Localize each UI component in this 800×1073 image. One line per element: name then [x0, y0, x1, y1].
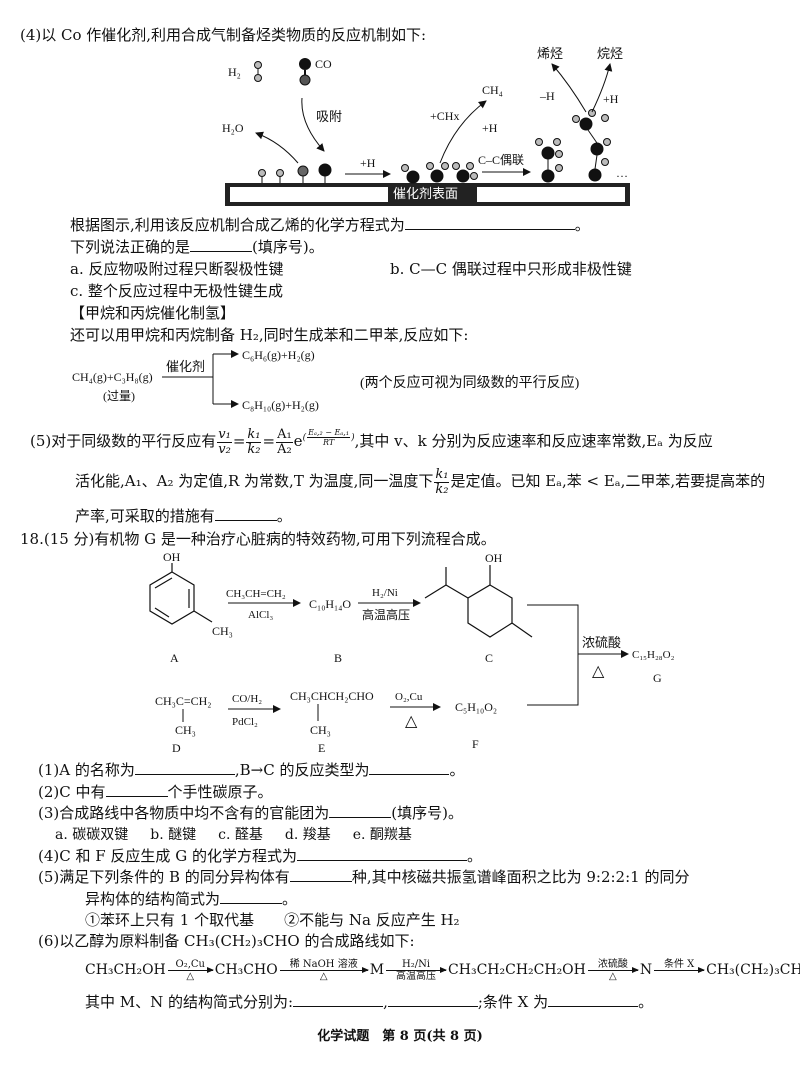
cc-coupling-label: C–C偶联 [478, 153, 525, 167]
h2o-label: H₂O [222, 121, 244, 135]
answer-blank[interactable] [220, 889, 283, 904]
parallel-note: (两个反应可视为同级数的平行反应) [360, 374, 580, 391]
label-d: D [172, 741, 181, 755]
reagent-3-top: 浓硫酸 [582, 635, 621, 650]
answer-blank[interactable] [293, 992, 384, 1007]
label-c: C [485, 651, 493, 665]
q18-2: (2)C 中有个手性碳原子。 [38, 782, 273, 801]
q4-option-b: b. C—C 偶联过程中只形成非极性键 [390, 260, 632, 278]
d-branch: CH₃ [175, 723, 196, 737]
answer-blank[interactable] [190, 237, 253, 252]
product-benzene: C₆H₆(g)+H₂(g) [242, 348, 315, 362]
reagent-5-bottom: △ [405, 713, 418, 730]
compound-a-structure [149, 563, 213, 625]
answer-blank[interactable] [134, 760, 235, 775]
q5-line3: 产率,可采取的措施有。 [75, 506, 292, 525]
plus-h-label-1: +H [360, 156, 376, 170]
reagent-2-bottom: 高温高压 [362, 607, 410, 622]
surface-label: 催化剂表面 [393, 186, 459, 201]
alkene-label: 烯烃 [537, 46, 563, 61]
synthesis-scheme: OH CH₃ A CH₃CH=CH₂ AlCl₃ C₁₀H₁₄O B H₂/Ni… [149, 550, 675, 755]
answer-blank[interactable] [548, 992, 639, 1007]
q4-intro: (4)以 Co 作催化剂,利用合成气制备烃类物质的反应机制如下: [20, 26, 427, 44]
q18-5: (5)满足下列条件的 B 的同分异构体有种,其中核磁共振氢谱峰面积之比为 9:2… [38, 867, 690, 886]
product-xylene: C₈H₁₀(g)+H₂(g) [242, 398, 319, 412]
label-b: B [334, 651, 342, 665]
answer-blank[interactable] [387, 992, 478, 1007]
page-footer: 化学试题 第 8 页(共 8 页) [317, 1029, 483, 1044]
minus-h-label: –H [539, 89, 555, 103]
mechanism-diagram: H₂ CO 吸附 H₂O +H CH₄ +CHx +H … 烯烃 烷烃 –H +… [222, 46, 630, 206]
carbon-atom [299, 58, 311, 70]
reagent-1-bottom: AlCl₃ [248, 609, 273, 621]
adsorb-arrow [301, 97, 325, 152]
answer-blank[interactable] [105, 782, 168, 797]
parallel-reaction: CH₄(g)+C₃H₈(g) (过量) 催化剂 C₆H₆(g)+H₂(g) C₈… [72, 348, 580, 412]
answer-blank[interactable] [289, 867, 352, 882]
plus-h-label-2: +H [482, 121, 498, 135]
ch4-label: CH₄ [482, 83, 503, 97]
reagent-3-bottom: △ [592, 663, 605, 680]
f-formula: C₅H₁₀O₂ [455, 700, 497, 714]
q18-1: (1)A 的名称为,B→C 的反应类型为。 [38, 760, 465, 779]
g-formula: C₁₅H₂₈O₂ [632, 649, 675, 661]
q4-line1: 根据图示,利用该反应机制合成乙烯的化学方程式为。 [70, 215, 590, 234]
label-a: A [170, 651, 179, 665]
reagent-1-top: CH₃CH=CH₂ [226, 588, 286, 600]
e-branch: CH₃ [310, 723, 331, 737]
label-g: G [653, 671, 662, 685]
c-oh: OH [485, 551, 503, 565]
alkane-label: 烷烃 [597, 46, 623, 61]
reagent-4-top: CO/H₂ [232, 693, 262, 705]
ellipsis: … [616, 166, 628, 180]
q4-line2: 下列说法正确的是(填序号)。 [70, 237, 324, 256]
q18-5-line2: 异构体的结构简式为。 [85, 889, 298, 908]
b-formula: C₁₀H₁₄O [309, 597, 351, 611]
answer-blank[interactable] [369, 760, 450, 775]
q4-option-c: c. 整个反应过程中无极性键生成 [70, 282, 283, 300]
a-oh: OH [163, 550, 181, 564]
q18-3: (3)合成路线中各物质中均不含有的官能团为(填序号)。 [38, 803, 463, 822]
answer-blank[interactable] [214, 506, 277, 521]
h2-label: H₂ [228, 65, 241, 79]
reactants: CH₄(g)+C₃H₈(g) [72, 370, 153, 384]
answer-blank[interactable] [329, 803, 392, 818]
catalyst-label: 催化剂 [166, 359, 205, 374]
label-e: E [318, 741, 325, 755]
label-f: F [472, 737, 479, 751]
reagent-4-bottom: PdCl₂ [232, 716, 258, 728]
adsorb-label: 吸附 [316, 109, 342, 124]
excess-note: (过量) [103, 389, 135, 403]
e-formula: CH₃CHCH₂CHO [290, 689, 374, 703]
compound-c-structure [424, 565, 533, 638]
answer-blank[interactable] [296, 846, 467, 861]
co-label: CO [315, 57, 332, 71]
plus-chx-label: +CHx [430, 109, 459, 123]
section-heading: 【甲烷和丙烷催化制氢】 [70, 304, 236, 322]
q18-4: (4)C 和 F 反应生成 G 的化学方程式为。 [38, 846, 482, 865]
reagent-2-top: H₂/Ni [372, 587, 398, 599]
answer-blank[interactable] [404, 215, 575, 230]
plus-h-label-3: +H [603, 92, 619, 106]
q4-option-a: a. 反应物吸附过程只断裂极性键 [70, 260, 284, 278]
section-intro: 还可以用甲烷和丙烷制备 H₂,同时生成苯和二甲苯,反应如下: [70, 326, 469, 344]
reagent-5-top: O₂,Cu [395, 691, 423, 703]
q18-6-question: 其中 M、N 的结构简式分别为:,;条件 X 为。 [85, 992, 654, 1011]
q18-6: (6)以乙醇为原料制备 CH₃(CH₂)₃CHO 的合成路线如下: [38, 932, 415, 950]
q18-title: 18.(15 分)有机物 G 是一种治疗心脏病的特效药物,可用下列流程合成。 [20, 530, 496, 548]
d-formula: CH₃C=CH₂ [155, 694, 211, 708]
a-ch3: CH₃ [212, 624, 233, 638]
